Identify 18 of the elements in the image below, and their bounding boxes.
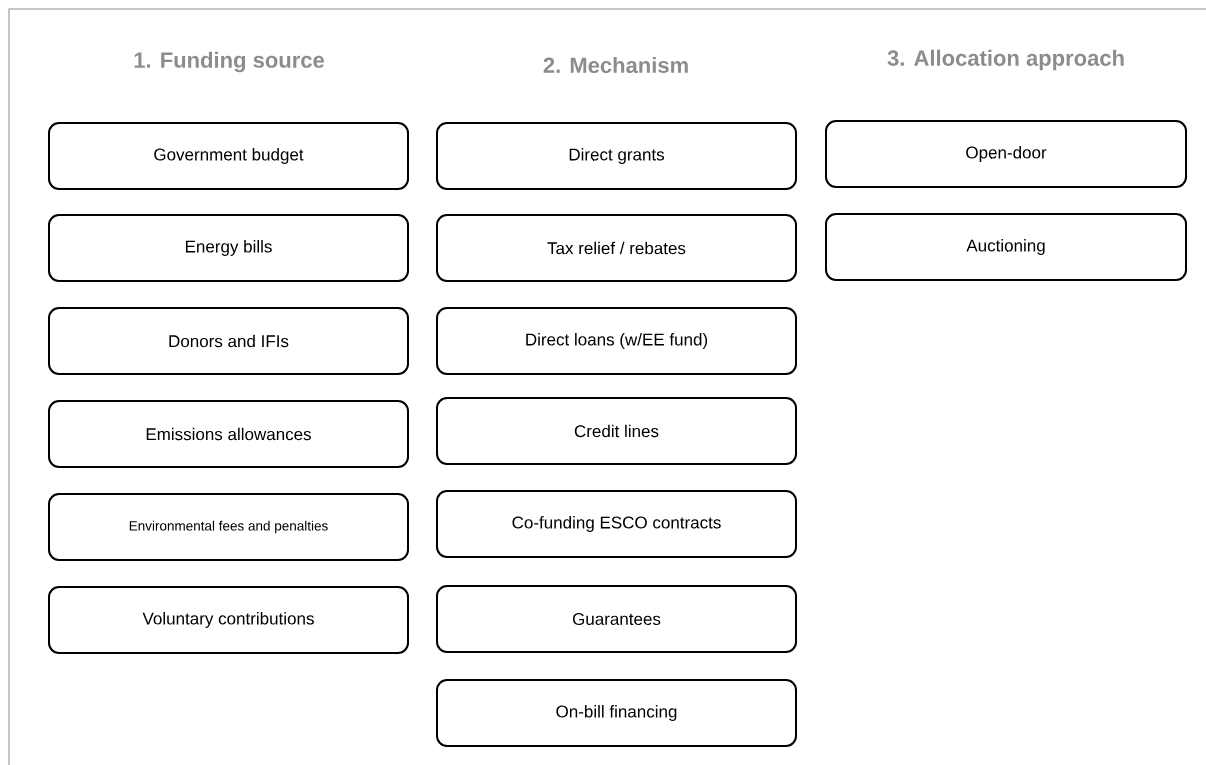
- text-box: On-bill financing: [436, 679, 797, 747]
- text-box: Tax relief / rebates: [436, 214, 797, 282]
- column-heading: 2. Mechanism: [543, 56, 688, 74]
- text-box: Government budget: [48, 122, 409, 190]
- text-box: Donors and IFIs: [48, 307, 409, 375]
- text-box: Direct grants: [436, 122, 797, 190]
- text-box: Emissions allowances: [48, 400, 409, 468]
- text-box: Co-funding ESCO contracts: [436, 490, 797, 558]
- text-box: Guarantees: [436, 585, 797, 653]
- text-box: Credit lines: [436, 397, 797, 465]
- text-box: Voluntary contributions: [48, 586, 409, 654]
- column-heading: 3. Allocation approach: [887, 49, 1124, 71]
- text-box: Auctioning: [825, 213, 1187, 281]
- text-box: Open-door: [825, 120, 1187, 188]
- text-box: Environmental fees and penalties: [48, 493, 409, 561]
- column-heading: 1. Funding source: [134, 51, 324, 73]
- text-box: Energy bills: [48, 214, 409, 282]
- text-box: Direct loans (w/EE fund): [436, 307, 797, 375]
